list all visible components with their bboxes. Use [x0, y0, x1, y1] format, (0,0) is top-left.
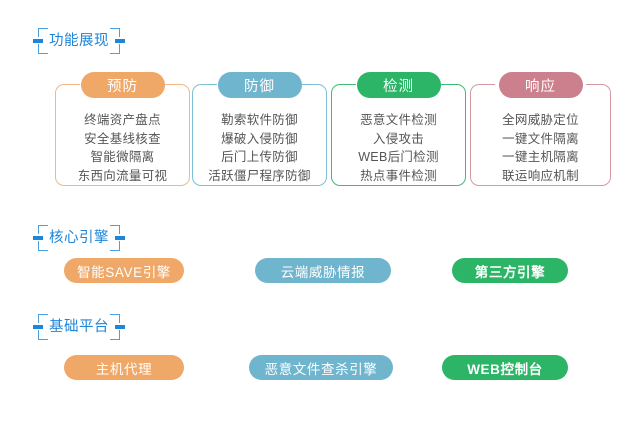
card-item-list: 终端资产盘点 安全基线核查 智能微隔离 东西向流量可视 — [56, 111, 189, 185]
card-item-list: 恶意文件检测 入侵攻击 WEB后门检测 热点事件检测 — [332, 111, 465, 185]
list-item: 后门上传防御 — [221, 150, 298, 164]
section-header-base-platform: 基础平台 — [33, 314, 125, 340]
core-engine-pill-cloud-intel[interactable]: 云端威胁情报 — [255, 258, 391, 283]
card-title-pill: 响应 — [498, 72, 583, 98]
list-item: 勒索软件防御 — [221, 113, 298, 127]
list-item: 终端资产盘点 — [84, 113, 161, 127]
list-item: 爆破入侵防御 — [221, 131, 298, 146]
card-item-list: 全网威胁定位 一键文件隔离 一键主机隔离 联运响应机制 — [471, 111, 610, 185]
list-item: 恶意文件检测 — [360, 113, 437, 127]
section-title: 核心引擎 — [49, 229, 109, 246]
base-platform-pill-malware-scan-engine[interactable]: 恶意文件查杀引擎 — [249, 355, 393, 380]
base-platform-pill-host-agent[interactable]: 主机代理 — [64, 355, 184, 380]
section-header-features: 功能展现 — [33, 28, 125, 54]
core-engine-pill-third-party[interactable]: 第三方引擎 — [452, 258, 568, 283]
pill-label: 智能SAVE引擎 — [77, 264, 171, 280]
section-title: 基础平台 — [49, 318, 109, 335]
card-title-label: 防御 — [244, 78, 275, 95]
pill-label: 恶意文件查杀引擎 — [264, 361, 378, 377]
list-item: 安全基线核查 — [84, 131, 161, 146]
bracket-frame: 核心引擎 — [33, 225, 125, 251]
bracket-corner-top-left — [38, 28, 48, 36]
core-engine-pill-save[interactable]: 智能SAVE引擎 — [64, 258, 184, 283]
list-item: 全网威胁定位 — [502, 113, 579, 127]
bracket-corner-bottom-left — [38, 243, 48, 251]
dash-marker-right-icon — [115, 39, 125, 43]
bracket-frame: 基础平台 — [33, 314, 125, 340]
section-title: 功能展现 — [49, 32, 109, 49]
section-header-core-engine: 核心引擎 — [33, 225, 125, 251]
feature-card-detection[interactable]: 检测 恶意文件检测 入侵攻击 WEB后门检测 热点事件检测 — [331, 72, 466, 186]
bracket-corner-bottom-left — [38, 46, 48, 54]
pill-label: 主机代理 — [95, 361, 153, 377]
pill-label: WEB控制台 — [467, 361, 543, 377]
list-item: 智能微隔离 — [90, 150, 155, 164]
card-title-label: 检测 — [383, 78, 414, 95]
bracket-corner-bottom-left — [38, 332, 48, 340]
card-title-label: 预防 — [107, 78, 138, 95]
dash-marker-right-icon — [115, 325, 125, 329]
base-platform-pill-web-console[interactable]: WEB控制台 — [442, 355, 568, 380]
list-item: WEB后门检测 — [358, 150, 439, 164]
list-item: 活跃僵尸程序防御 — [208, 168, 311, 183]
dash-marker-left-icon — [33, 325, 43, 329]
feature-card-prevention[interactable]: 预防 终端资产盘点 安全基线核查 智能微隔离 东西向流量可视 — [55, 72, 190, 186]
list-item: 东西向流量可视 — [77, 168, 168, 183]
bracket-corner-top-left — [38, 314, 48, 322]
feature-card-defense[interactable]: 防御 勒索软件防御 爆破入侵防御 后门上传防御 活跃僵尸程序防御 — [192, 72, 327, 186]
pill-label: 云端威胁情报 — [280, 264, 366, 280]
card-title-pill: 防御 — [217, 72, 302, 98]
dash-marker-left-icon — [33, 39, 43, 43]
bracket-frame: 功能展现 — [33, 28, 125, 54]
feature-card-response[interactable]: 响应 全网威胁定位 一键文件隔离 一键主机隔离 联运响应机制 — [470, 72, 611, 186]
bracket-corner-top-left — [38, 225, 48, 233]
card-item-list: 勒索软件防御 爆破入侵防御 后门上传防御 活跃僵尸程序防御 — [193, 111, 326, 185]
card-title-label: 响应 — [525, 78, 556, 95]
card-title-pill: 预防 — [80, 72, 165, 98]
dash-marker-right-icon — [115, 236, 125, 240]
card-title-pill: 检测 — [356, 72, 441, 98]
pill-label: 第三方引擎 — [474, 264, 546, 280]
list-item: 联运响应机制 — [502, 168, 579, 183]
list-item: 热点事件检测 — [360, 168, 437, 183]
list-item: 一键文件隔离 — [502, 131, 579, 146]
dash-marker-left-icon — [33, 236, 43, 240]
list-item: 入侵攻击 — [372, 131, 425, 146]
list-item: 一键主机隔离 — [502, 150, 579, 164]
